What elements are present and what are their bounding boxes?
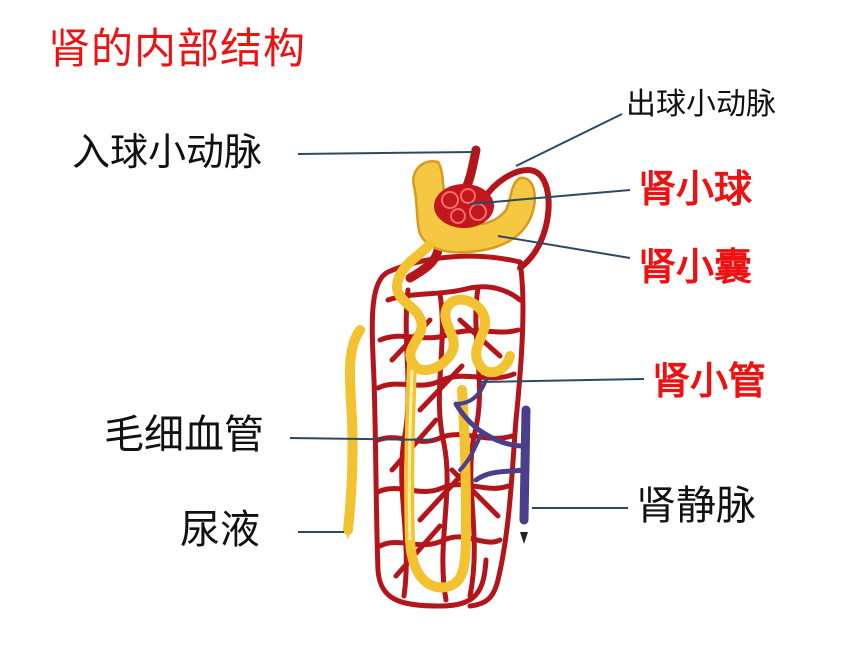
renal-vein-vessel <box>453 378 531 525</box>
glomerulus-tuft <box>434 184 494 228</box>
leader-glomerulus <box>469 189 631 205</box>
tubule-proximal-convoluted <box>392 275 515 378</box>
leader-efferent <box>515 113 623 167</box>
leader-tubule <box>477 378 645 383</box>
label-glomerulus: 肾小球 <box>638 167 753 211</box>
glomerulus-loop-2 <box>460 188 476 204</box>
label-renal-vein: 肾静脉 <box>636 483 756 529</box>
vein-branch-2 <box>473 467 527 483</box>
leader-afferent <box>297 151 475 155</box>
leader-capsule <box>497 235 631 259</box>
label-urine: 尿液 <box>180 507 260 553</box>
vein-branch-3 <box>458 430 484 472</box>
vein-arrow <box>520 532 528 544</box>
label-afferent-arteriole: 入球小动脉 <box>72 130 263 174</box>
label-efferent-arteriole: 出球小动脉 <box>626 87 776 122</box>
efferent-arteriole-vessel <box>483 166 552 271</box>
glomerulus-loop-1 <box>441 191 459 209</box>
capillary-mesh-6 <box>377 534 503 549</box>
label-renal-tubule: 肾小管 <box>652 359 767 403</box>
label-capillaries: 毛细血管 <box>104 412 264 458</box>
label-bowman-capsule: 肾小囊 <box>638 245 753 289</box>
page-title: 肾的内部结构 <box>48 24 307 73</box>
tubule-collecting-duct <box>343 325 365 535</box>
leader-lines <box>289 113 645 533</box>
glomerulus-core <box>434 184 494 228</box>
glomerulus-loop-4 <box>450 208 466 224</box>
capillary-vert-2 <box>436 291 450 603</box>
vein-main <box>519 405 531 525</box>
capillary-mesh-5 <box>375 482 511 495</box>
urine-drop <box>345 528 351 540</box>
vein-branch-4 <box>454 378 488 406</box>
leader-capillary <box>289 437 437 441</box>
tubule-inner-highlight <box>407 369 414 541</box>
